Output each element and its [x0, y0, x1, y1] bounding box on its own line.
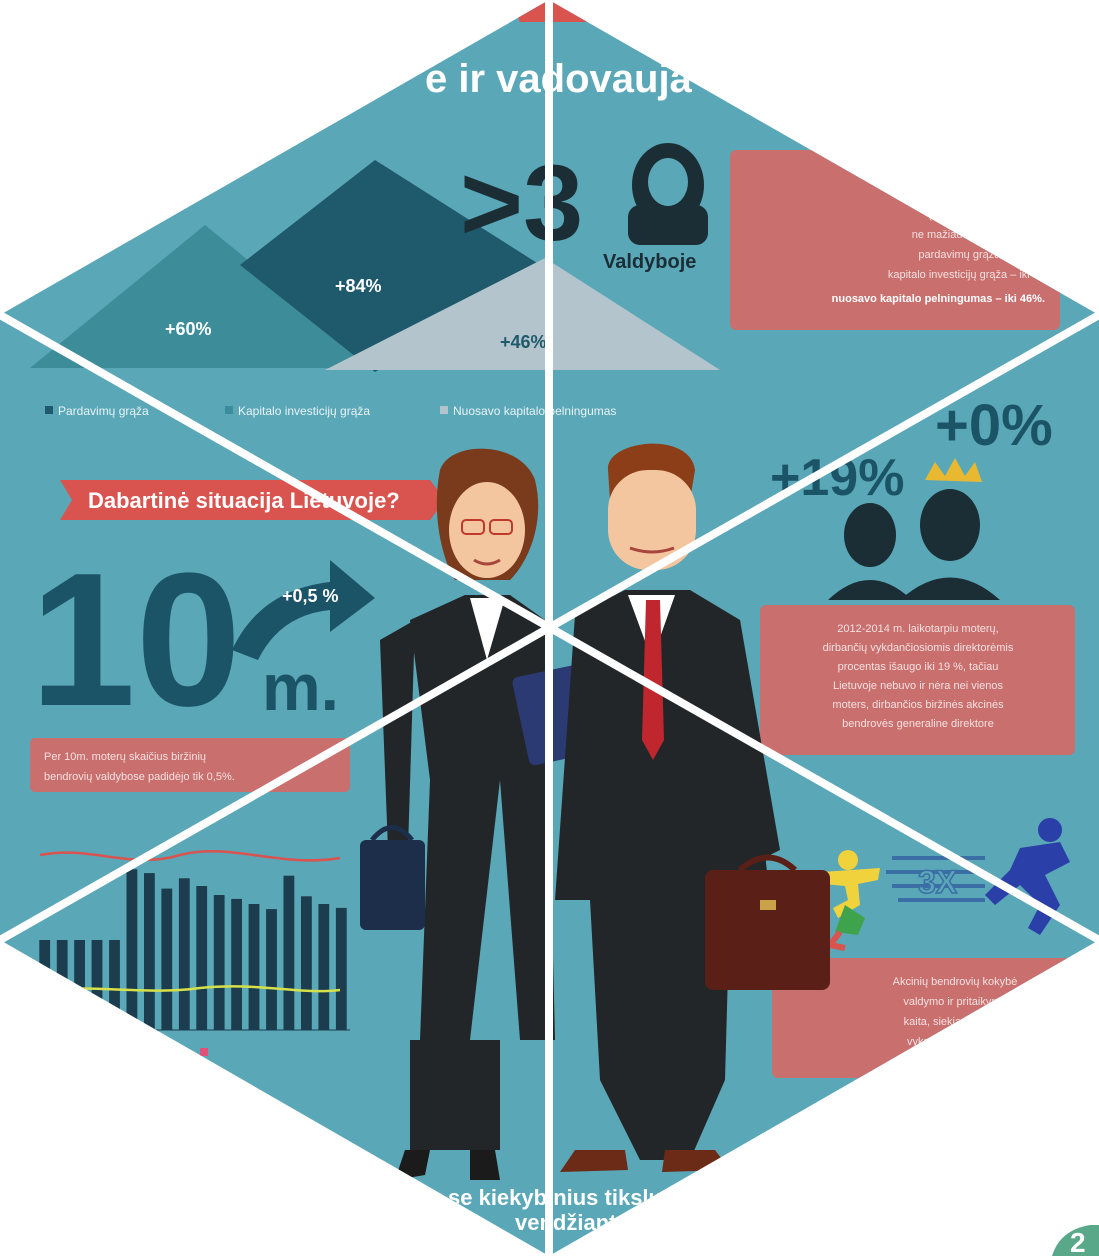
legend-swatch-equity	[440, 406, 448, 414]
info-middle-line: 2012-2014 m. laikotarpiu moterų,	[837, 623, 998, 635]
chart-bar	[335, 907, 347, 1030]
chart-legend-swatch	[200, 1048, 208, 1056]
info-bottom-line: Akcinių bendrovių kokybė	[893, 976, 1018, 988]
info-top-line: pardavimų grąža padidėja	[918, 249, 1045, 261]
chart-yellow-trend-line	[39, 985, 341, 993]
ten-years-growth: +0,5 %	[282, 586, 339, 606]
info-middle-line: moters, dirbančios biržinės akcinės	[832, 699, 1004, 711]
two-women-icon	[828, 489, 1000, 600]
ten-years-number: 10	[30, 534, 241, 746]
legend-item-equity: Nuosavo kapitalo pelningumas	[453, 404, 616, 418]
chart-bar	[74, 940, 85, 1030]
legend-item-sales: Pardavimų grąža	[58, 404, 149, 418]
triangle-capital	[240, 160, 545, 372]
page-badge: 2	[1052, 1225, 1099, 1256]
speed-lines-icon	[886, 856, 985, 902]
info-middle-line: bendrovės generaline direktore	[842, 718, 994, 730]
ten-years-note-box	[30, 738, 350, 792]
speed-multiplier: 3X	[918, 864, 958, 900]
stat-plus-0: +0%	[935, 393, 1053, 458]
triangle-label-46: +46%	[500, 332, 547, 352]
crown-icon	[925, 458, 982, 482]
top-banner	[510, 0, 600, 22]
info-middle-line: procentas išaugo iki 19 %, tačiau	[838, 661, 999, 673]
legend-swatch-sales	[45, 406, 53, 414]
info-bottom-line: valdymo ir pritaikymo	[903, 996, 1006, 1008]
info-top-line: ne mažiau 4 metus per 5 m	[912, 229, 1045, 241]
chart-bar	[266, 909, 277, 1030]
legend-swatch-capital	[225, 406, 233, 414]
woman-head-icon	[628, 143, 708, 245]
chart-bar	[178, 878, 190, 1030]
page-badge-number: 2	[1070, 1227, 1086, 1256]
triangle-sales	[30, 225, 380, 368]
chart-bar	[161, 888, 173, 1030]
ten-years-unit: m.	[262, 650, 339, 724]
triangle-label-84: +84%	[335, 276, 382, 296]
chart-bar	[248, 904, 260, 1030]
chart-red-trend-line	[39, 850, 341, 862]
info-middle-line: dirbančių vykdančiosiomis direktorėmis	[823, 642, 1014, 654]
chart-bar	[91, 940, 103, 1030]
triangle-equity	[325, 258, 720, 370]
bottom-text-line: se kiekybinius tikslu	[448, 1185, 662, 1210]
chart-bar	[39, 940, 51, 1030]
chart-bar	[109, 940, 120, 1030]
info-top-line: (3 ar daugiau moterų, di	[928, 209, 1045, 221]
chart-bar	[301, 896, 312, 1030]
info-top-line: tvarus sukūlietė	[969, 189, 1045, 201]
info-top-line: kapitalo investicijų grąža – iki 60	[888, 269, 1045, 281]
header-title: e ir vadovauja	[425, 57, 693, 101]
ten-years-note-line: bendrovių valdybose padidėjo tik 0,5%.	[44, 771, 235, 783]
businessman-illustration	[555, 443, 830, 1172]
chart-bar	[196, 886, 208, 1030]
chart-bar	[213, 895, 225, 1030]
triangle-label-60: +60%	[165, 319, 212, 339]
info-bottom-line: kaita, siekiant lyčių ly	[904, 1016, 1007, 1028]
growth-arrow-icon	[232, 560, 375, 660]
info-bottom-line: vyksta trigubai lėčia	[907, 1036, 1004, 1048]
stat-plus-19: +19%	[770, 449, 904, 507]
chart-bar	[283, 875, 295, 1030]
bottom-text-line: kl	[590, 1232, 608, 1256]
info-top-line: nuosavo kapitalo pelningumas – iki 46%.	[832, 293, 1045, 305]
chart-bar	[144, 873, 155, 1030]
info-top-line: Bendrovės, k	[981, 169, 1046, 181]
board-stat-caption: Valdyboje	[603, 251, 696, 273]
chart-bar	[56, 940, 68, 1030]
chart-bar	[126, 869, 138, 1030]
board-stat-number: >3	[460, 142, 583, 263]
bottom-text-line: vendžiant mo	[515, 1210, 656, 1235]
ten-years-note-line: Per 10m. moterų skaičius biržinių	[44, 751, 206, 763]
info-box-middle-right	[760, 605, 1075, 755]
info-middle-line: Lietuvoje nebuvo ir nėra nei vienos	[833, 680, 1004, 692]
chart-bar	[231, 898, 242, 1030]
section-banner-text: Dabartinė situacija Lietuvoje?	[88, 488, 400, 513]
legend-item-capital: Kapitalo investicijų grąža	[238, 404, 370, 418]
chart-bar	[318, 904, 330, 1030]
